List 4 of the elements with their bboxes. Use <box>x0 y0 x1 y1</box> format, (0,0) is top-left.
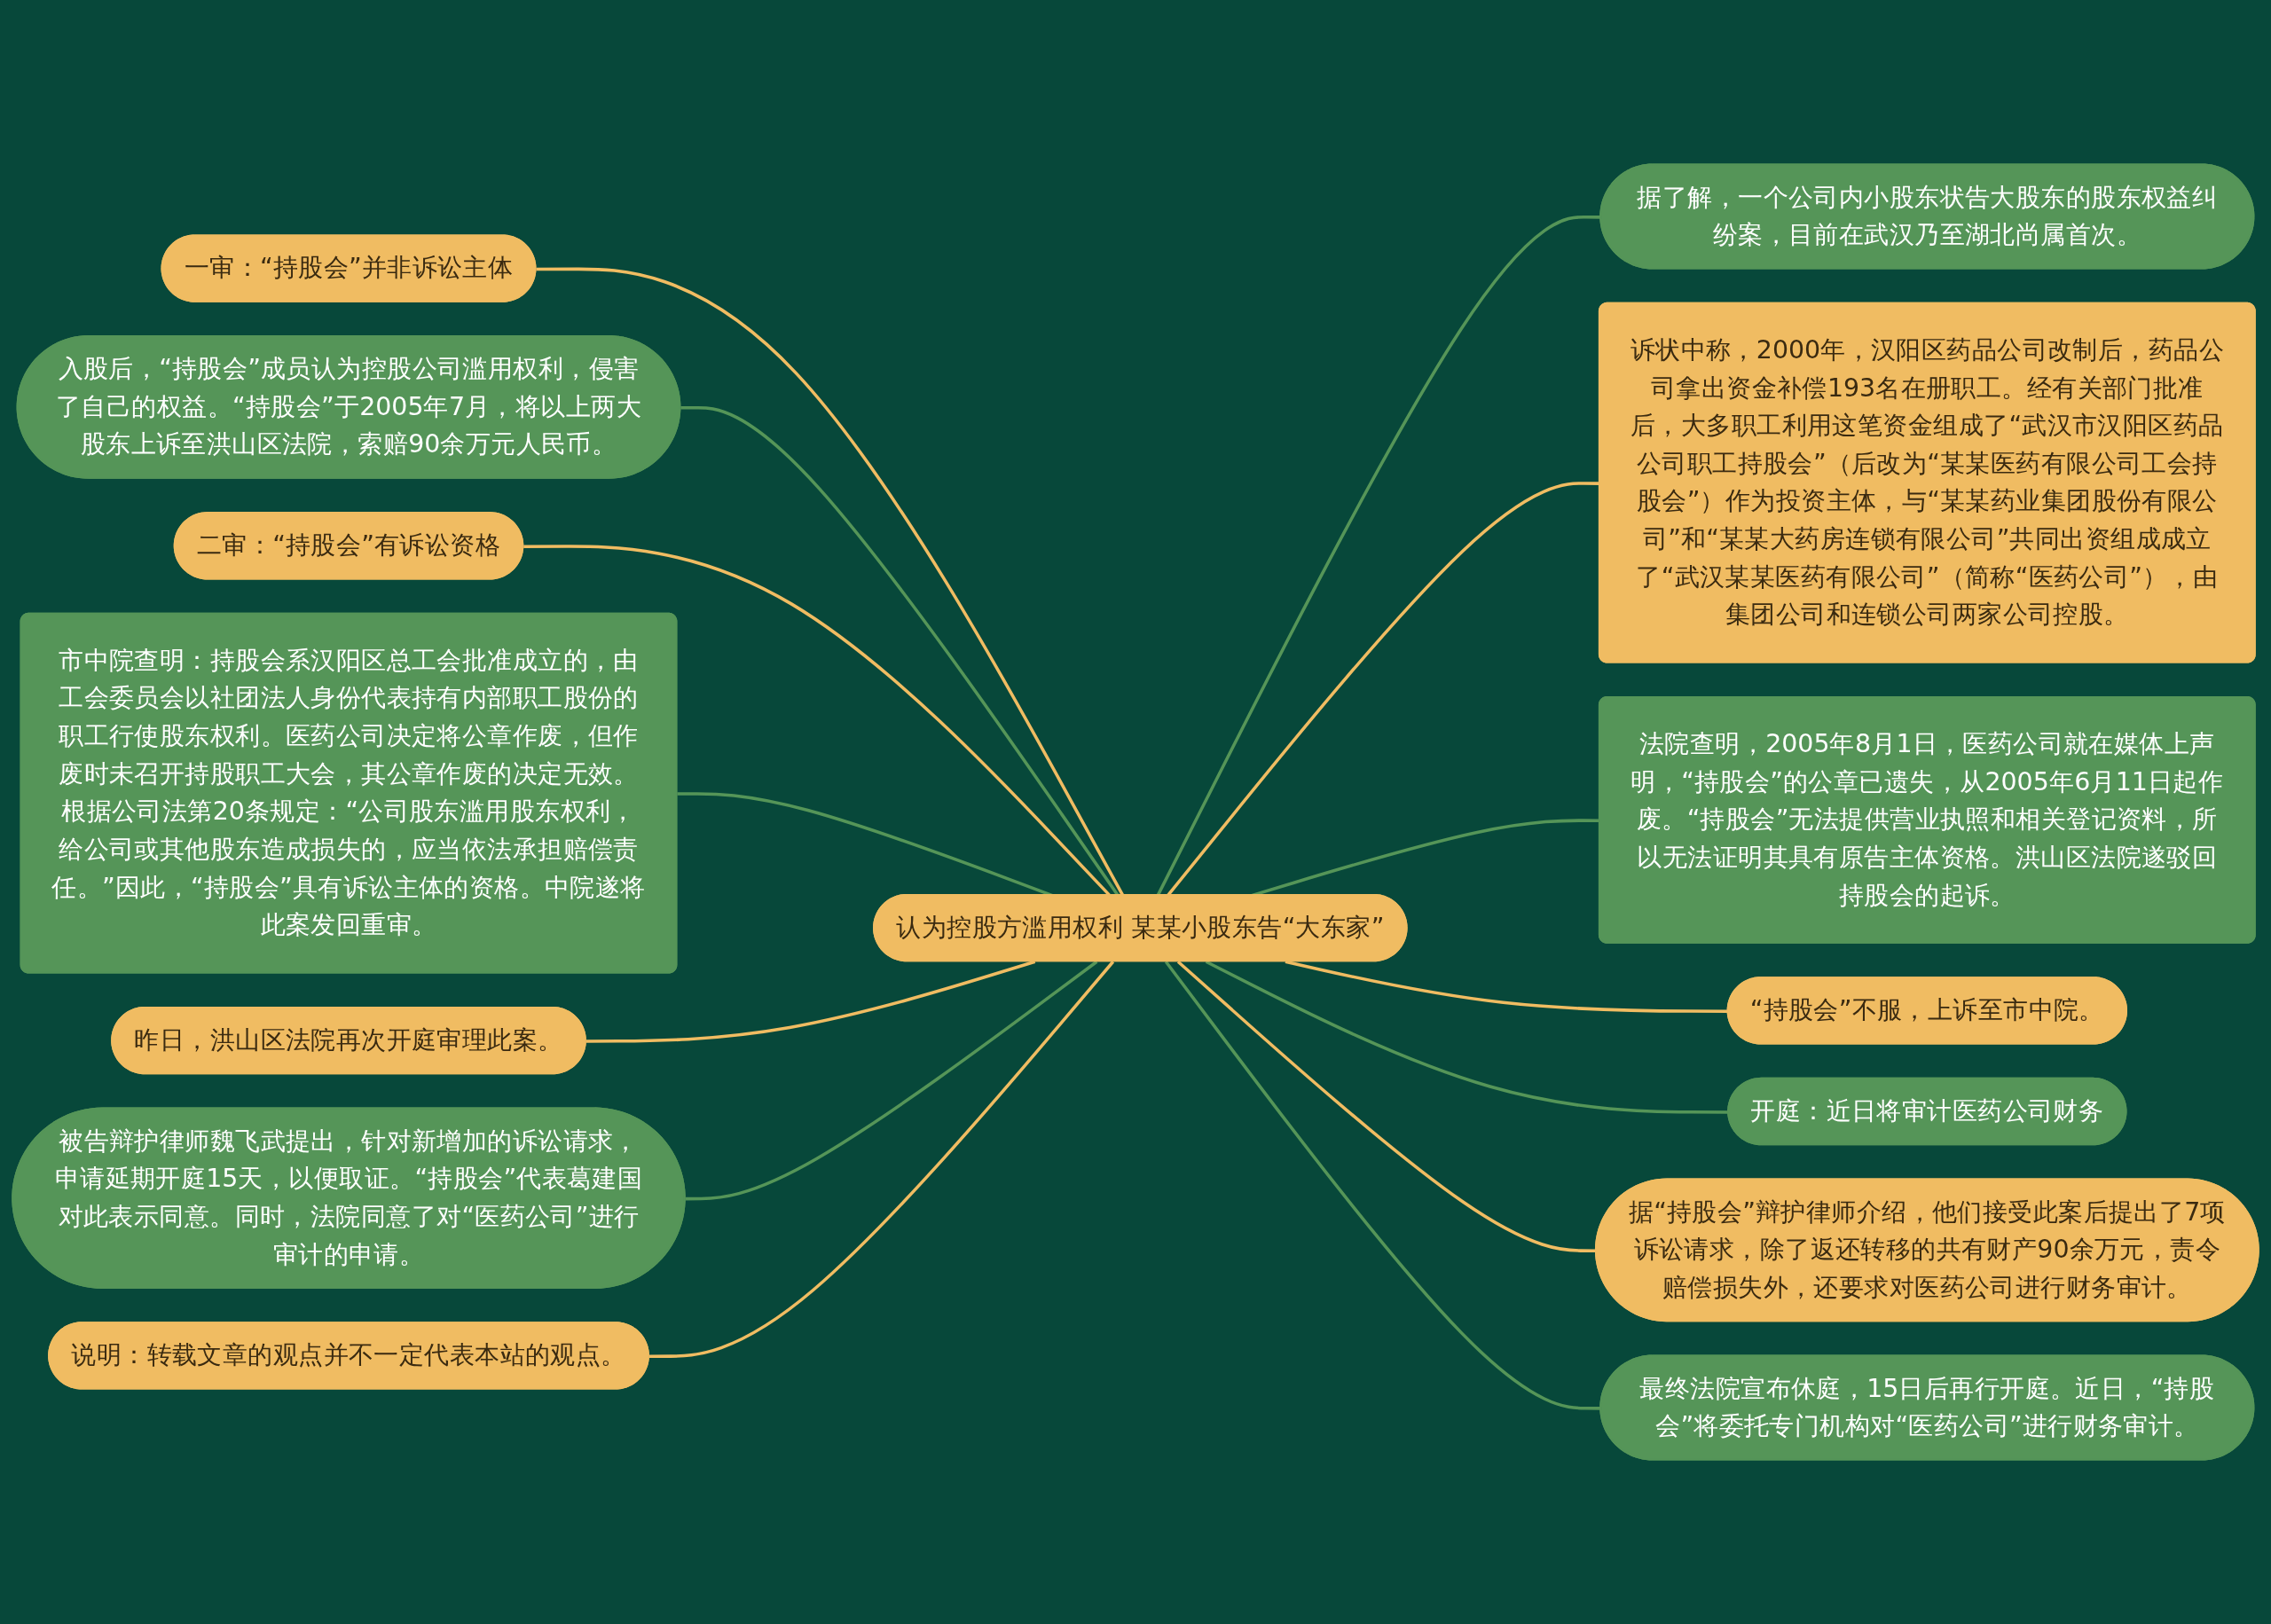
connector <box>685 960 1098 1201</box>
connector <box>648 961 1115 1359</box>
connector <box>585 960 1036 1043</box>
connector <box>1205 960 1729 1114</box>
